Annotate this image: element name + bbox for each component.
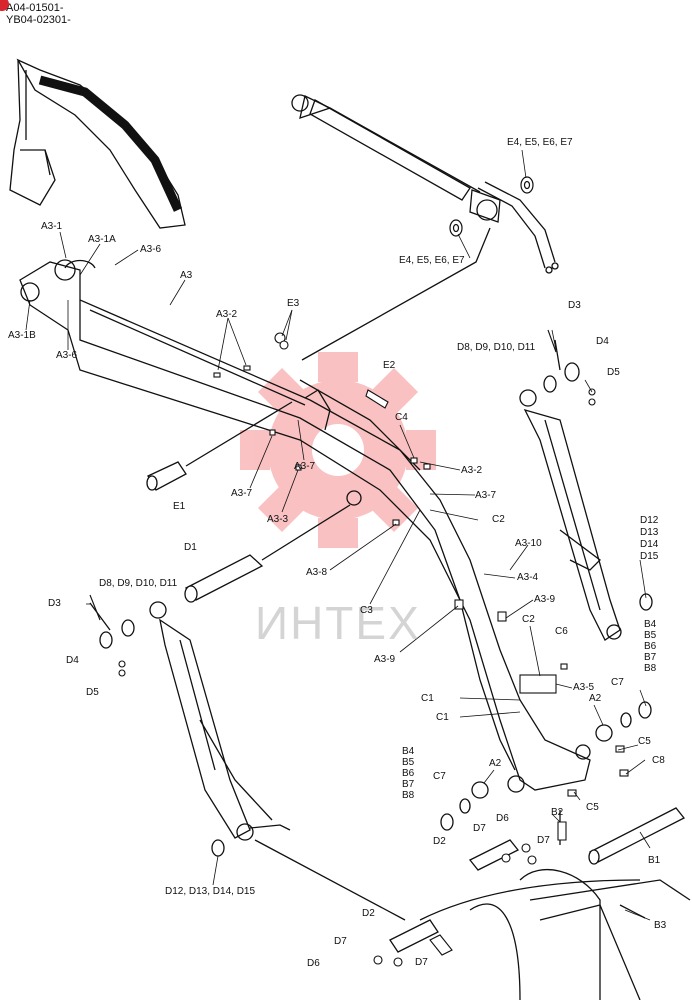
pin-d1 bbox=[184, 504, 351, 603]
callout-label: B8 bbox=[402, 790, 415, 801]
lower-linkage bbox=[211, 593, 691, 1000]
callout-label: D4 bbox=[66, 655, 79, 666]
callout-label: C2 bbox=[492, 514, 505, 525]
callout-label: D2 bbox=[433, 836, 446, 847]
callout-label: B6 bbox=[644, 641, 657, 652]
callout-label: D7 bbox=[473, 823, 486, 834]
callout-label: A3-2 bbox=[461, 465, 483, 476]
callout-label: D7 bbox=[334, 936, 347, 947]
callout-label: B5 bbox=[402, 757, 415, 768]
callout-label: C7 bbox=[611, 677, 624, 688]
callout-label: D7 bbox=[537, 835, 550, 846]
leader-lines bbox=[25, 149, 651, 921]
callout-label: D5 bbox=[607, 367, 620, 378]
callout-label: A3-10 bbox=[515, 538, 542, 549]
callout-label: D4 bbox=[596, 336, 609, 347]
callout-label: A3-1B bbox=[8, 330, 36, 341]
callout-label: C3 bbox=[360, 605, 373, 616]
arm-cylinder-washers bbox=[449, 176, 534, 237]
pin-e1 bbox=[146, 401, 293, 491]
callout-label: C1 bbox=[436, 712, 449, 723]
callout-label: D8, D9, D10, D11 bbox=[99, 578, 178, 589]
callout-label: C6 bbox=[555, 626, 568, 637]
callout-label: C8 bbox=[652, 755, 665, 766]
callout-label: E4, E5, E6, E7 bbox=[399, 255, 465, 266]
callout-label: B5 bbox=[644, 630, 657, 641]
callout-label: E4, E5, E6, E7 bbox=[507, 137, 573, 148]
callout-label: C5 bbox=[586, 802, 599, 813]
callout-label: D3 bbox=[48, 598, 61, 609]
callout-label: C2 bbox=[522, 614, 535, 625]
callout-label: A3-3 bbox=[267, 514, 289, 525]
callout-label: C5 bbox=[638, 736, 651, 747]
callout-label: A3-9 bbox=[534, 594, 556, 605]
callout-label: A3-1A bbox=[88, 234, 116, 245]
watermark-gear bbox=[240, 352, 436, 548]
callout-label: A3-1 bbox=[41, 221, 63, 232]
callout-label: B4 bbox=[644, 619, 657, 630]
callout-label: B4 bbox=[402, 746, 415, 757]
callout-label: C1 bbox=[421, 693, 434, 704]
callout-label: A3-7 bbox=[231, 488, 253, 499]
callout-label: D6 bbox=[307, 958, 320, 969]
callout-label: D2 bbox=[362, 908, 375, 919]
callout-label: D15 bbox=[640, 551, 659, 562]
callout-label: A3 bbox=[180, 270, 193, 281]
arm-cylinder bbox=[291, 94, 559, 361]
callout-label: D1 bbox=[184, 542, 197, 553]
callout-label: D14 bbox=[640, 539, 659, 550]
arm-body bbox=[19, 259, 591, 793]
callout-label: A3-7 bbox=[475, 490, 497, 501]
callout-label: A2 bbox=[589, 693, 602, 704]
callout-label: A3-6 bbox=[56, 350, 78, 361]
callout-label: B8 bbox=[644, 663, 657, 674]
watermark-text: ИНТЕХ bbox=[255, 597, 421, 649]
callout-label: D13 bbox=[640, 527, 659, 538]
callout-label: D5 bbox=[86, 687, 99, 698]
callout-label: D12, D13, D14, D15 bbox=[165, 886, 256, 897]
callout-label: A3-7 bbox=[294, 461, 316, 472]
callout-label: A3-4 bbox=[517, 572, 539, 583]
callout-label: E3 bbox=[287, 298, 300, 309]
callout-label: B3 bbox=[654, 920, 667, 931]
callout-label: A3-5 bbox=[573, 682, 595, 693]
callout-label: B7 bbox=[402, 779, 415, 790]
part-code-1: A04-01501- bbox=[6, 2, 64, 14]
bucket-cylinder-right bbox=[519, 339, 622, 641]
callout-label: A3-9 bbox=[374, 654, 396, 665]
corner-marker bbox=[0, 0, 9, 11]
callout-label: D6 bbox=[496, 813, 509, 824]
callout-label: C7 bbox=[433, 771, 446, 782]
callout-label: D8, D9, D10, D11 bbox=[457, 342, 536, 353]
callout-label: B1 bbox=[648, 855, 661, 866]
callout-label: D3 bbox=[568, 300, 581, 311]
callout-label: A2 bbox=[489, 758, 502, 769]
callout-label: A3-8 bbox=[306, 567, 328, 578]
callout-label: E1 bbox=[173, 501, 186, 512]
callout-label: B2 bbox=[551, 807, 564, 818]
callout-label: C4 bbox=[395, 412, 408, 423]
callout-label: B6 bbox=[402, 768, 415, 779]
callout-label: A3-2 bbox=[216, 309, 238, 320]
callout-label: B7 bbox=[644, 652, 657, 663]
callout-label: E2 bbox=[383, 360, 396, 371]
part-code-2: YB04-02301- bbox=[6, 14, 71, 26]
inset-arm-thumbnail bbox=[9, 58, 186, 229]
callout-label: A3-6 bbox=[140, 244, 162, 255]
bucket-cylinder bbox=[89, 601, 291, 841]
callout-label: D7 bbox=[415, 957, 428, 968]
callout-label: D12 bbox=[640, 515, 659, 526]
